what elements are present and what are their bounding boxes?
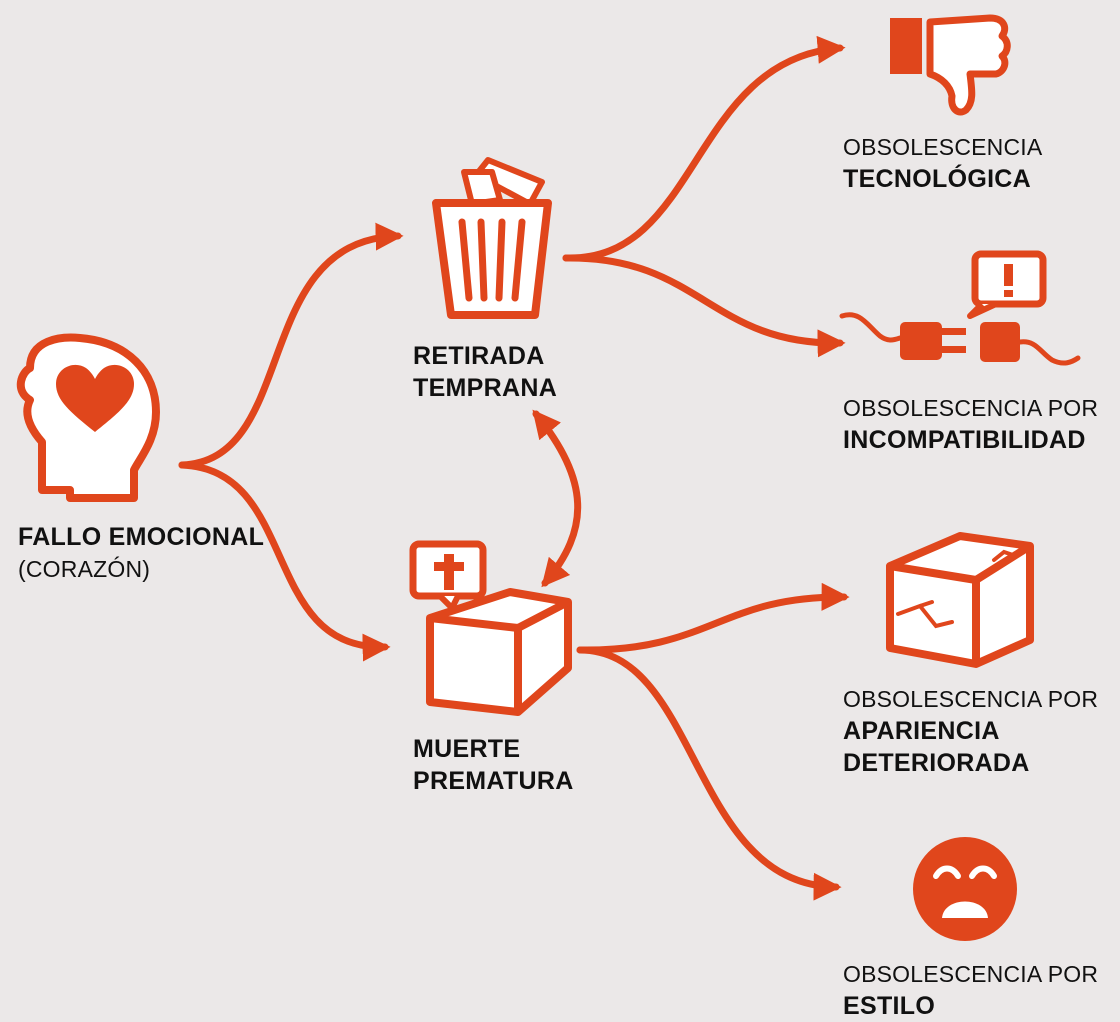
early-retirement-line1: RETIRADA	[413, 342, 545, 370]
incompatibility-prefix: OBSOLESCENCIA POR	[843, 395, 1099, 421]
premature-death-line1: MUERTE	[413, 735, 521, 763]
early-retirement-label: RETIRADA TEMPRANA	[413, 340, 557, 404]
early-retirement-line2: TEMPRANA	[413, 374, 558, 402]
source-subtitle: (CORAZÓN)	[18, 556, 151, 582]
arrow-bidirectional	[532, 409, 582, 588]
head-with-heart-icon	[16, 333, 160, 502]
plug-alert-icon	[839, 250, 1081, 366]
arrow-to-deteriorated	[576, 582, 850, 654]
deteriorated-label: OBSOLESCENCIA POR APARIENCIA DETERIORADA	[843, 683, 1098, 779]
deteriorated-title-line1: APARIENCIA	[843, 717, 1000, 745]
technological-label: OBSOLESCENCIA TECNOLÓGICA	[843, 131, 1042, 195]
source-label: FALLO EMOCIONAL (CORAZÓN)	[18, 521, 264, 585]
deteriorated-title-line2: DETERIORADA	[843, 749, 1030, 777]
style-title: ESTILO	[843, 992, 936, 1020]
box-with-cross-icon	[409, 540, 572, 716]
thumbs-down-icon	[890, 14, 1011, 116]
arrow-to-early-retirement	[178, 222, 404, 469]
incompatibility-label: OBSOLESCENCIA POR INCOMPATIBILIDAD	[843, 392, 1098, 456]
trash-bin-icon	[432, 157, 552, 319]
source-title: FALLO EMOCIONAL	[18, 523, 265, 551]
technological-title: TECNOLÓGICA	[843, 165, 1032, 193]
incompatibility-title: INCOMPATIBILIDAD	[843, 426, 1086, 454]
style-prefix: OBSOLESCENCIA POR	[843, 961, 1099, 987]
technological-prefix: OBSOLESCENCIA	[843, 134, 1043, 160]
deteriorated-prefix: OBSOLESCENCIA POR	[843, 686, 1099, 712]
arrow-to-premature-death	[178, 461, 391, 662]
sad-face-icon	[913, 837, 1017, 941]
cracked-box-icon	[886, 532, 1034, 668]
premature-death-label: MUERTE PREMATURA	[413, 733, 574, 797]
arrow-to-technological	[562, 35, 846, 262]
arrow-to-style	[576, 646, 842, 901]
premature-death-line2: PREMATURA	[413, 767, 574, 795]
arrow-to-incompatibility	[562, 254, 846, 358]
style-label: OBSOLESCENCIA POR ESTILO	[843, 958, 1098, 1022]
